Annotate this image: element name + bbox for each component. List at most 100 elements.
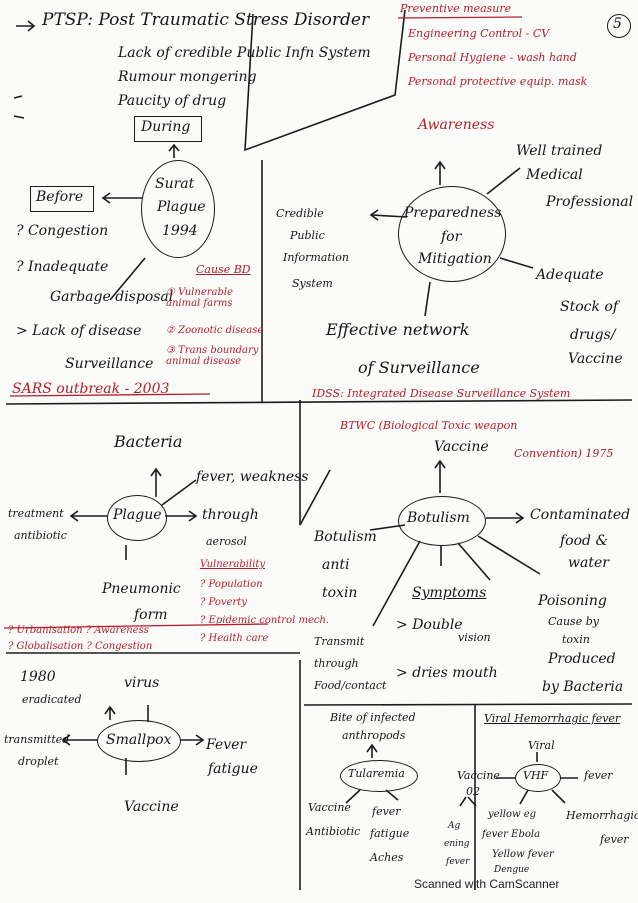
- credible-3: Information: [283, 251, 350, 264]
- vhf-vaccine-count: 02: [466, 785, 480, 798]
- cause-bd-2: ② Zoonotic disease: [166, 325, 264, 336]
- page-number-circle: [607, 14, 631, 38]
- contaminated-2: food &: [560, 533, 608, 549]
- cause-1: Lack of credible Public Infn System: [118, 45, 371, 61]
- vhf-small-1: Ag: [448, 821, 461, 831]
- vhf-fever: fever: [584, 769, 613, 782]
- plague-aerosol: aerosol: [206, 535, 247, 548]
- stock-3: drugs/: [570, 327, 616, 343]
- for-label: for: [441, 229, 462, 245]
- poisoning-3: toxin: [562, 633, 590, 646]
- plague-circle: [107, 495, 167, 541]
- smallpox-year: 1980: [20, 669, 56, 685]
- symptoms-heading: Symptoms: [412, 585, 487, 601]
- year-label: 1994: [162, 223, 198, 239]
- during-box: [134, 116, 202, 142]
- plague-center: Plague: [113, 507, 162, 523]
- smallpox-eradicated: eradicated: [22, 693, 82, 706]
- bacteria-label: Bacteria: [114, 432, 183, 451]
- credible-4: System: [292, 277, 333, 290]
- tularemia-vaccine: Vaccine: [308, 801, 351, 814]
- prevention-item-1: Engineering Control - CV: [408, 27, 550, 40]
- vhf-example-2: fever Ebola: [482, 829, 541, 840]
- vhf-circle: [515, 764, 561, 792]
- tularemia-fever: fever: [372, 805, 401, 818]
- plague-bottom-1: ? Urbanisation ? Awareness: [8, 625, 149, 636]
- vulnerability-3: ? Epidemic control mech.: [200, 615, 330, 626]
- botulism-center: Botulism: [407, 510, 470, 526]
- vhf-vaccine: Vaccine: [457, 769, 500, 782]
- vhf-center: VHF: [523, 769, 549, 782]
- surat-plague-circle: [141, 160, 215, 258]
- btwc-2: Convention) 1975: [514, 447, 614, 460]
- poisoning-4: Produced: [548, 651, 616, 667]
- preparedness-label: Preparedness: [404, 205, 502, 221]
- double-vision-2: vision: [458, 631, 491, 644]
- trained-1: Well trained: [516, 143, 603, 159]
- page-title: PTSP: Post Traumatic Stress Disorder: [42, 10, 370, 30]
- smallpox-transmitted: transmitted: [4, 733, 70, 746]
- transmit-1: Transmit: [314, 635, 365, 648]
- before-congestion: ? Congestion: [16, 223, 109, 239]
- vulnerability-2: ? Poverty: [200, 597, 247, 608]
- vhf-heading: Viral Hemorrhagic fever: [484, 712, 621, 725]
- cause-bd-heading: Cause BD: [196, 263, 251, 276]
- plague-label: Plague: [157, 199, 206, 215]
- smallpox-vaccine: Vaccine: [124, 799, 179, 815]
- vhf-hemorrhagic: Hemorrhagic: [566, 809, 638, 822]
- antitoxin-3: toxin: [322, 585, 358, 601]
- stock-4: Vaccine: [568, 351, 623, 367]
- network-1: Effective network: [326, 320, 470, 339]
- stock-1: Adequate: [536, 267, 604, 283]
- tularemia-bite-2: anthropods: [342, 729, 406, 742]
- before-surveillance: Surveillance: [65, 356, 154, 372]
- cause-2: Rumour mongering: [118, 69, 257, 85]
- poisoning-2: Cause by: [548, 615, 599, 628]
- antitoxin-1: Botulism: [314, 529, 377, 545]
- sars-outbreak: SARS outbreak - 2003: [12, 381, 170, 397]
- preparedness-circle: [398, 186, 506, 282]
- cause-bd-1: ① Vulnerable animal farms: [166, 287, 233, 309]
- vhf-example-1: yellow eg: [488, 809, 537, 820]
- smallpox-center: Smallpox: [106, 732, 172, 748]
- prevention-heading: Preventive measure: [400, 2, 512, 15]
- vhf-hemorrhagic-fever: fever: [600, 833, 629, 846]
- vhf-small-3: fever: [446, 857, 470, 867]
- poisoning-1: Poisoning: [538, 593, 607, 609]
- vhf-viral: Viral: [528, 739, 555, 752]
- vulnerability-4: ? Health care: [200, 633, 269, 644]
- smallpox-virus: virus: [124, 675, 160, 691]
- mitigation-label: Mitigation: [418, 251, 492, 267]
- pneumonic-2: form: [134, 607, 168, 623]
- smallpox-circle: [97, 720, 181, 762]
- before-garbage: Garbage disposal: [50, 289, 174, 305]
- double-vision-1: > Double: [396, 617, 463, 633]
- trained-2: Medical: [526, 167, 583, 183]
- plague-treatment: treatment: [8, 507, 64, 520]
- botulism-vaccine: Vaccine: [434, 439, 489, 455]
- trained-3: Professional: [546, 194, 634, 210]
- tularemia-center: Tularemia: [348, 767, 405, 780]
- antitoxin-2: anti: [322, 557, 350, 573]
- stock-2: Stock of: [560, 299, 619, 315]
- plague-bottom-2: ? Globalisation ? Congestion: [8, 641, 153, 652]
- before-lack-disease: > Lack of disease: [16, 323, 142, 339]
- btwc-1: BTWC (Biological Toxic weapon: [340, 419, 518, 432]
- prevention-item-3: Personal protective equip. mask: [408, 75, 588, 88]
- pneumonic-1: Pneumonic: [102, 581, 181, 597]
- plague-fever: fever, weakness: [196, 469, 309, 485]
- credible-1: Credible: [276, 207, 324, 220]
- dries-mouth: > dries mouth: [396, 665, 498, 681]
- page-number: 5: [613, 16, 622, 32]
- vhf-example-3: Yellow fever: [492, 849, 554, 860]
- contaminated-1: Contaminated: [530, 507, 631, 523]
- before-box: [30, 186, 94, 212]
- vhf-small-2: ening: [444, 839, 470, 849]
- botulism-circle: [398, 496, 486, 546]
- tularemia-bite-1: Bite of infected: [330, 711, 416, 724]
- before-inadequate: ? Inadequate: [16, 259, 109, 275]
- transmit-2: through: [314, 657, 359, 670]
- poisoning-5: by Bacteria: [542, 679, 624, 695]
- vhf-example-4: Dengue: [494, 865, 530, 875]
